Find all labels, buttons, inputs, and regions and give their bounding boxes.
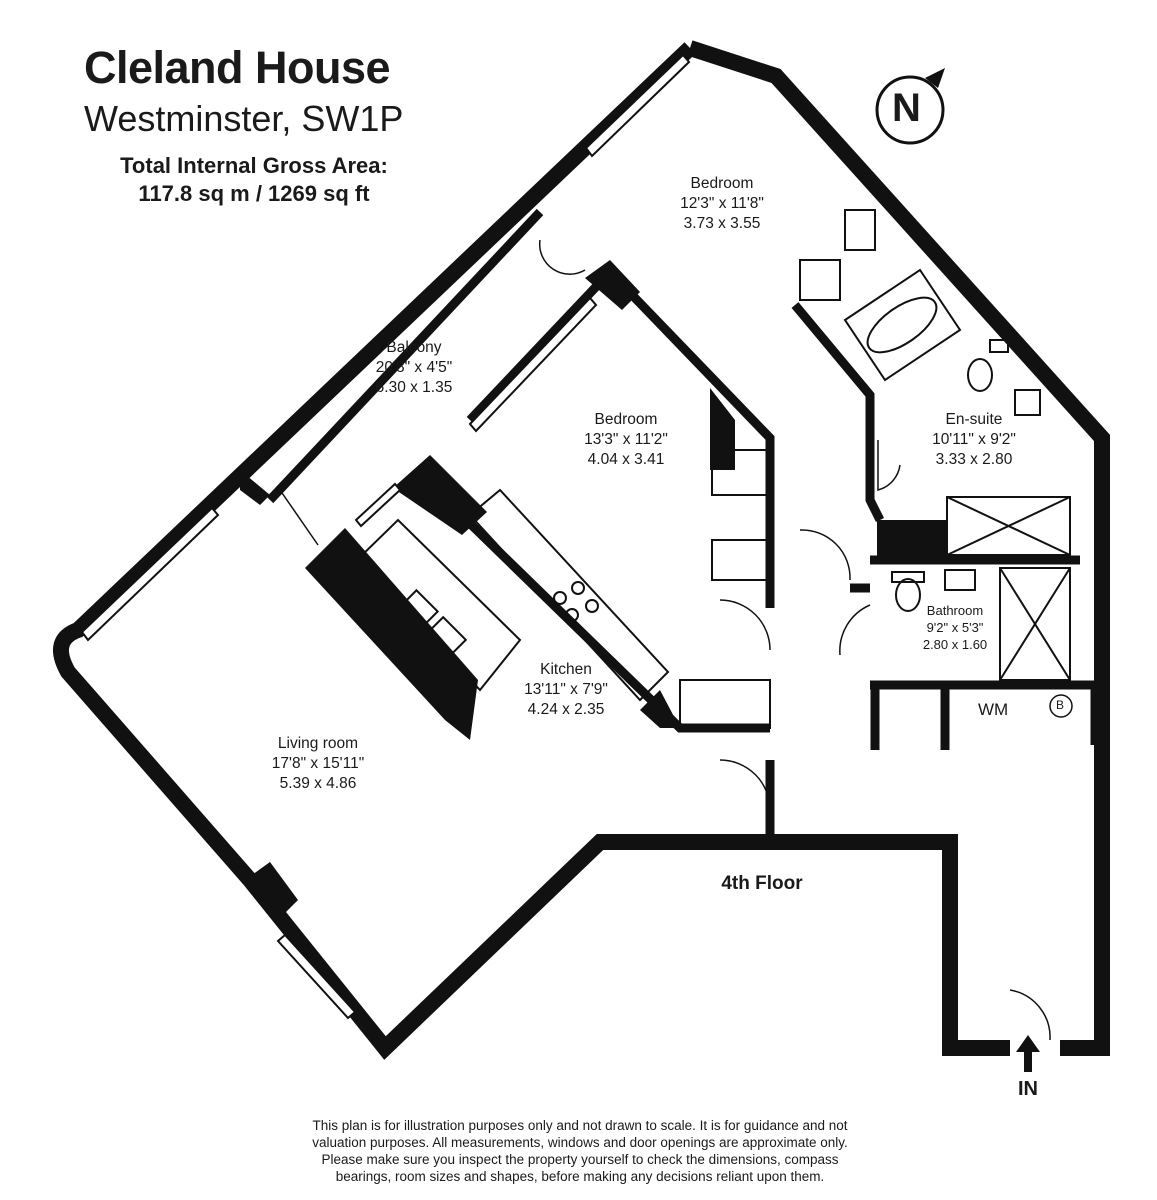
room-name: Bedroom xyxy=(690,175,754,192)
room-metric: 4.04 x 3.41 xyxy=(587,451,665,468)
room-label-bathroom: Bathroom 9'2" x 5'3" 2.80 x 1.60 xyxy=(923,602,987,653)
disclaimer-line: This plan is for illustration purposes o… xyxy=(312,1118,848,1133)
room-metric: 3.33 x 2.80 xyxy=(935,451,1013,468)
boiler-label: B xyxy=(1056,698,1065,712)
room-imperial: 10'11" x 9'2" xyxy=(932,431,1016,448)
disclaimer-line: valuation purposes. All measurements, wi… xyxy=(312,1135,848,1150)
room-label-balcony: Balcony 20'8" x 4'5" 6.30 x 1.35 xyxy=(376,338,453,398)
room-label-bedroom-1: Bedroom 12'3" x 11'8" 3.73 x 3.55 xyxy=(680,174,764,234)
page-title: Cleland House xyxy=(84,42,391,93)
room-label-kitchen: Kitchen 13'11" x 7'9" 4.24 x 2.35 xyxy=(524,660,608,720)
doors xyxy=(279,239,1051,1041)
boiler-icon xyxy=(1049,694,1073,718)
room-label-ensuite: En-suite 10'11" x 9'2" 3.33 x 2.80 xyxy=(932,410,1016,470)
room-imperial: 9'2" x 5'3" xyxy=(926,620,984,635)
room-metric: 2.80 x 1.60 xyxy=(922,637,988,652)
room-name: Bedroom xyxy=(594,411,658,428)
room-metric: 6.30 x 1.35 xyxy=(375,379,453,396)
room-imperial: 20'8" x 4'5" xyxy=(375,359,453,376)
entrance-label: IN xyxy=(1018,1078,1038,1100)
gross-area-value: 117.8 sq m / 1269 sq ft xyxy=(138,181,370,206)
exterior-walls xyxy=(53,40,1110,1060)
room-imperial: 17'8" x 15'11" xyxy=(271,755,365,772)
disclaimer-line: Please make sure you inspect the propert… xyxy=(321,1152,839,1167)
room-label-bedroom-2: Bedroom 13'3" x 11'2" 4.04 x 3.41 xyxy=(584,410,668,470)
gross-area-label: Total Internal Gross Area: xyxy=(120,153,388,178)
room-name: En-suite xyxy=(945,411,1003,428)
room-imperial: 13'3" x 11'2" xyxy=(584,431,668,448)
washing-machine-label: WM xyxy=(978,700,1009,719)
compass-label: N xyxy=(892,86,921,130)
room-name: Living room xyxy=(277,735,359,752)
room-metric: 3.73 x 3.55 xyxy=(683,215,761,232)
structural-columns xyxy=(240,260,947,918)
page-subtitle: Westminster, SW1P xyxy=(84,98,404,139)
wardrobes xyxy=(679,209,876,729)
interior-walls xyxy=(266,208,1100,842)
room-name: Kitchen xyxy=(540,661,592,678)
kitchen-units xyxy=(353,488,670,702)
room-name: Bathroom xyxy=(926,603,984,618)
gross-area: Total Internal Gross Area: 117.8 sq m / … xyxy=(84,152,424,208)
room-imperial: 13'11" x 7'9" xyxy=(524,681,608,698)
room-imperial: 12'3" x 11'8" xyxy=(680,195,764,212)
disclaimer-line: bearings, room sizes and shapes, before … xyxy=(335,1169,825,1184)
disclaimer: This plan is for illustration purposes o… xyxy=(250,1117,910,1185)
compass-icon xyxy=(875,68,945,145)
room-metric: 5.39 x 4.86 xyxy=(279,775,357,792)
floor-label: 4th Floor xyxy=(721,873,803,894)
room-metric: 4.24 x 2.35 xyxy=(527,701,605,718)
room-label-living-room: Living room 17'8" x 15'11" 5.39 x 4.86 xyxy=(272,734,364,794)
room-name: Balcony xyxy=(386,339,442,356)
sanitaryware xyxy=(843,268,1071,681)
windows xyxy=(80,53,691,1020)
entrance-arrow-icon xyxy=(1016,1035,1040,1072)
